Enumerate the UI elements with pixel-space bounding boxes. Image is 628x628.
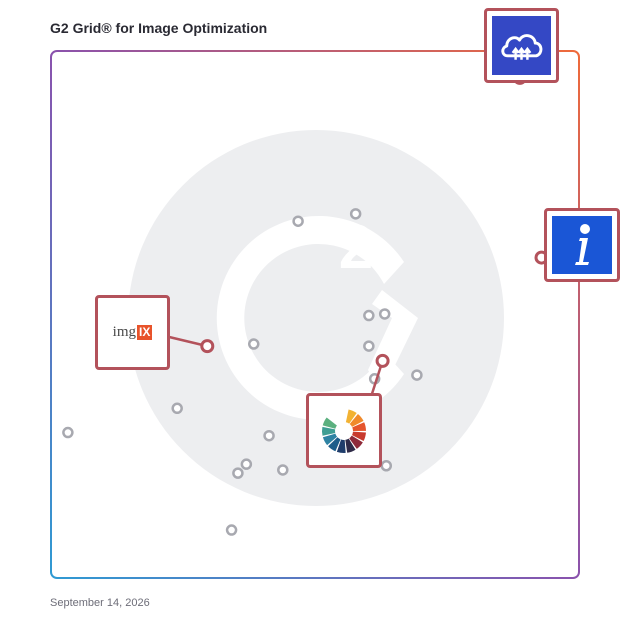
data-point[interactable]: [363, 340, 375, 352]
data-point[interactable]: [292, 215, 304, 227]
highlighted-point[interactable]: [200, 339, 215, 354]
data-point[interactable]: [248, 338, 260, 350]
wheel-segment: [328, 436, 341, 451]
imgix-logo-badge: IX: [137, 325, 153, 340]
info-logo-icon: [552, 216, 612, 274]
data-point[interactable]: [349, 208, 362, 220]
report-date: September 14, 2026: [50, 597, 150, 609]
data-point[interactable]: [380, 459, 393, 472]
chart-title: G2 Grid® for Image Optimization: [50, 20, 268, 36]
svg-text:2: 2: [339, 213, 373, 282]
data-point[interactable]: [240, 458, 253, 470]
data-point[interactable]: [277, 464, 289, 476]
data-point[interactable]: [171, 402, 183, 415]
callout-info[interactable]: [544, 208, 620, 282]
wheel-segment: [349, 435, 363, 449]
data-points: [62, 208, 423, 536]
wheel-segment: [349, 413, 364, 427]
data-point[interactable]: [225, 524, 238, 536]
wheel-segment: [345, 438, 356, 453]
wheel-segment: [322, 433, 338, 445]
imgix-logo-text: img: [112, 324, 136, 340]
data-point[interactable]: [378, 308, 391, 320]
wheel-segment: [322, 426, 336, 436]
highlighted-point[interactable]: [375, 353, 390, 368]
data-point[interactable]: [263, 429, 275, 442]
wheel-segment: [345, 408, 357, 424]
color-wheel-logo-icon: [314, 401, 374, 460]
callout-cloudinary[interactable]: [484, 8, 559, 83]
data-point[interactable]: [411, 369, 423, 381]
wheel-segment: [352, 421, 366, 431]
callout-color-wheel[interactable]: [306, 393, 382, 468]
data-point[interactable]: [232, 467, 244, 479]
data-point[interactable]: [62, 426, 74, 439]
wheel-segment: [352, 431, 366, 441]
connector-line: [164, 334, 208, 348]
wheel-segment: [336, 439, 346, 453]
data-point[interactable]: [363, 309, 375, 322]
cloudinary-logo-icon: [492, 16, 551, 75]
wheel-segment: [322, 416, 337, 429]
